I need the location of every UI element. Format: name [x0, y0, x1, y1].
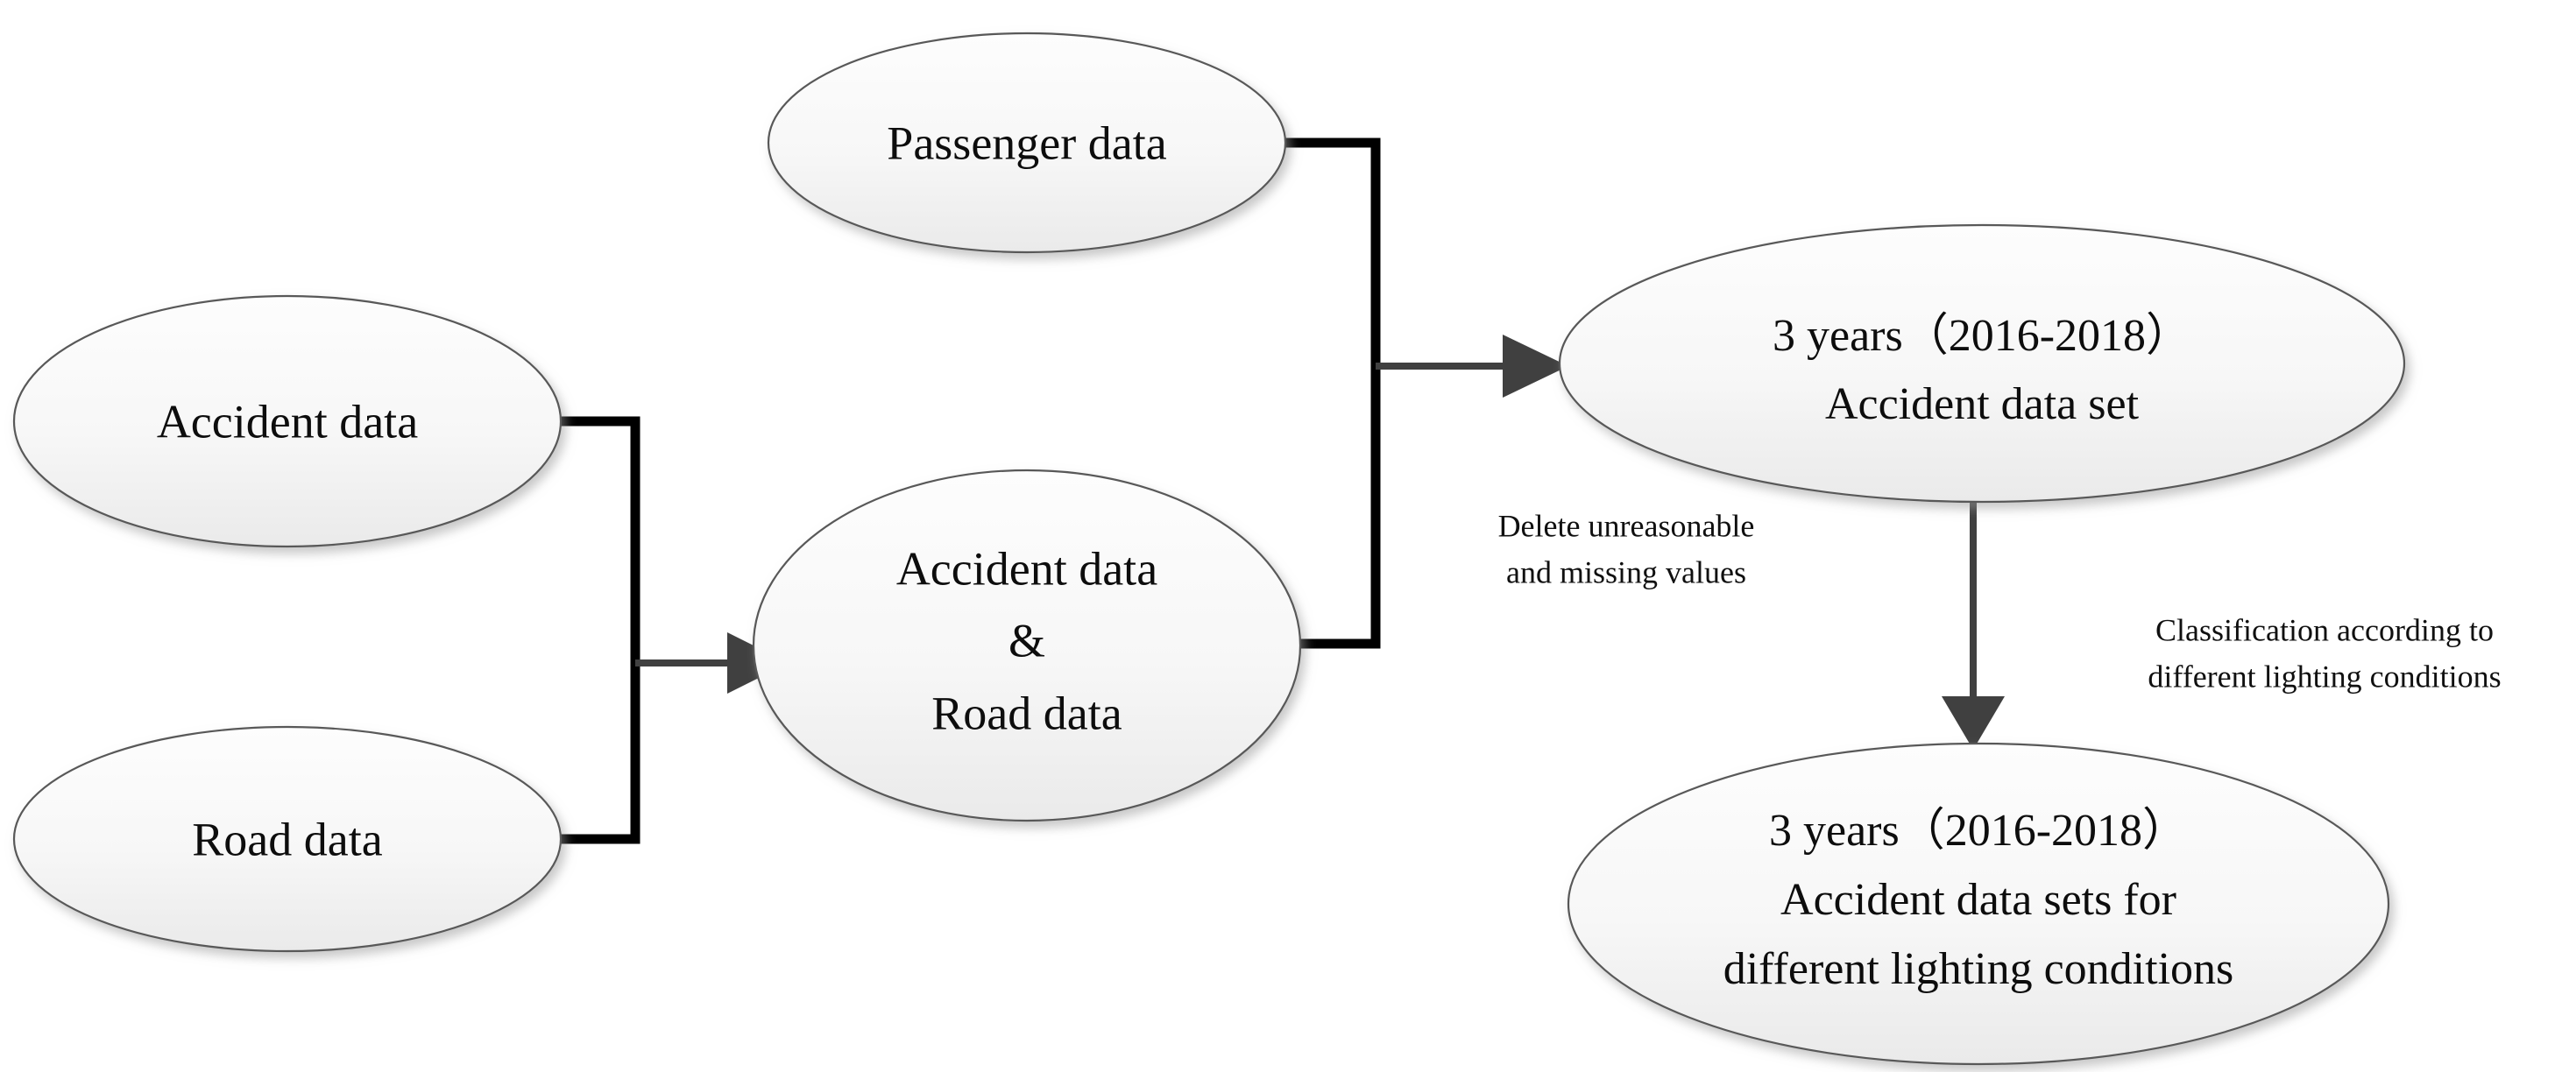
node-accident-data-label: Accident data — [157, 395, 418, 448]
node-road-data-shape[interactable] — [12, 725, 563, 953]
edge-label-classification-lighting: Classification according to different li… — [2148, 612, 2501, 694]
node-passenger-data[interactable]: Passenger data — [767, 32, 1287, 254]
edge-label-delete-unreasonable-values: Delete unreasonable and missing values — [1498, 508, 1755, 589]
node-passenger-data-shape[interactable] — [767, 32, 1287, 254]
edge-label-line1: Classification according to — [2155, 612, 2494, 647]
node-accident-data[interactable]: Accident data — [12, 294, 563, 548]
bracket-path-passenger-to-junction — [1281, 138, 1381, 649]
arrow-dataset-to-lighting — [1942, 502, 2005, 750]
node-accident-and-road-data[interactable]: Accident data & Road data — [752, 469, 1302, 822]
bracket-path-accident-to-junction — [559, 416, 640, 844]
arrow-head — [1942, 696, 2005, 750]
connector-middle-bracket — [1281, 138, 1381, 649]
node-accident-and-road-data-label-line3: Road data — [931, 687, 1122, 739]
node-road-data-label: Road data — [192, 813, 382, 865]
node-passenger-data-label: Passenger data — [887, 116, 1166, 169]
connector-left-bracket — [559, 416, 640, 844]
node-accident-data-sets-lighting-shape[interactable] — [1567, 742, 2390, 1066]
node-accident-data-sets-lighting[interactable]: 3 years（2016-2018） Accident data sets fo… — [1567, 742, 2390, 1066]
node-road-data[interactable]: Road data — [12, 725, 563, 953]
node-accident-data-set-label-line1: 3 years（2016-2018） — [1773, 311, 2191, 361]
arrow-head — [1503, 335, 1568, 398]
node-accident-and-road-data-shape[interactable] — [752, 469, 1302, 822]
node-accident-data-set[interactable]: 3 years（2016-2018） Accident data set — [1558, 223, 2406, 504]
node-accident-data-set-label-line2: Accident data set — [1825, 379, 2140, 429]
edge-label-line1: Delete unreasonable — [1498, 508, 1755, 543]
node-accident-data-shape[interactable] — [12, 294, 563, 548]
node-accident-and-road-data-label-line1: Accident data — [896, 542, 1157, 595]
node-accident-and-road-data-label-line2: & — [1008, 614, 1045, 666]
node-accident-data-sets-lighting-label-line2: Accident data sets for — [1780, 875, 2176, 925]
node-accident-data-sets-lighting-label-line3: different lighting conditions — [1723, 944, 2234, 994]
edge-label-line2: and missing values — [1506, 554, 1746, 589]
edge-label-line2: different lighting conditions — [2148, 659, 2501, 694]
arrow-middle-to-dataset — [1376, 335, 1568, 398]
node-accident-data-sets-lighting-label-line1: 3 years（2016-2018） — [1769, 806, 2188, 856]
node-accident-data-set-shape[interactable] — [1558, 223, 2406, 504]
